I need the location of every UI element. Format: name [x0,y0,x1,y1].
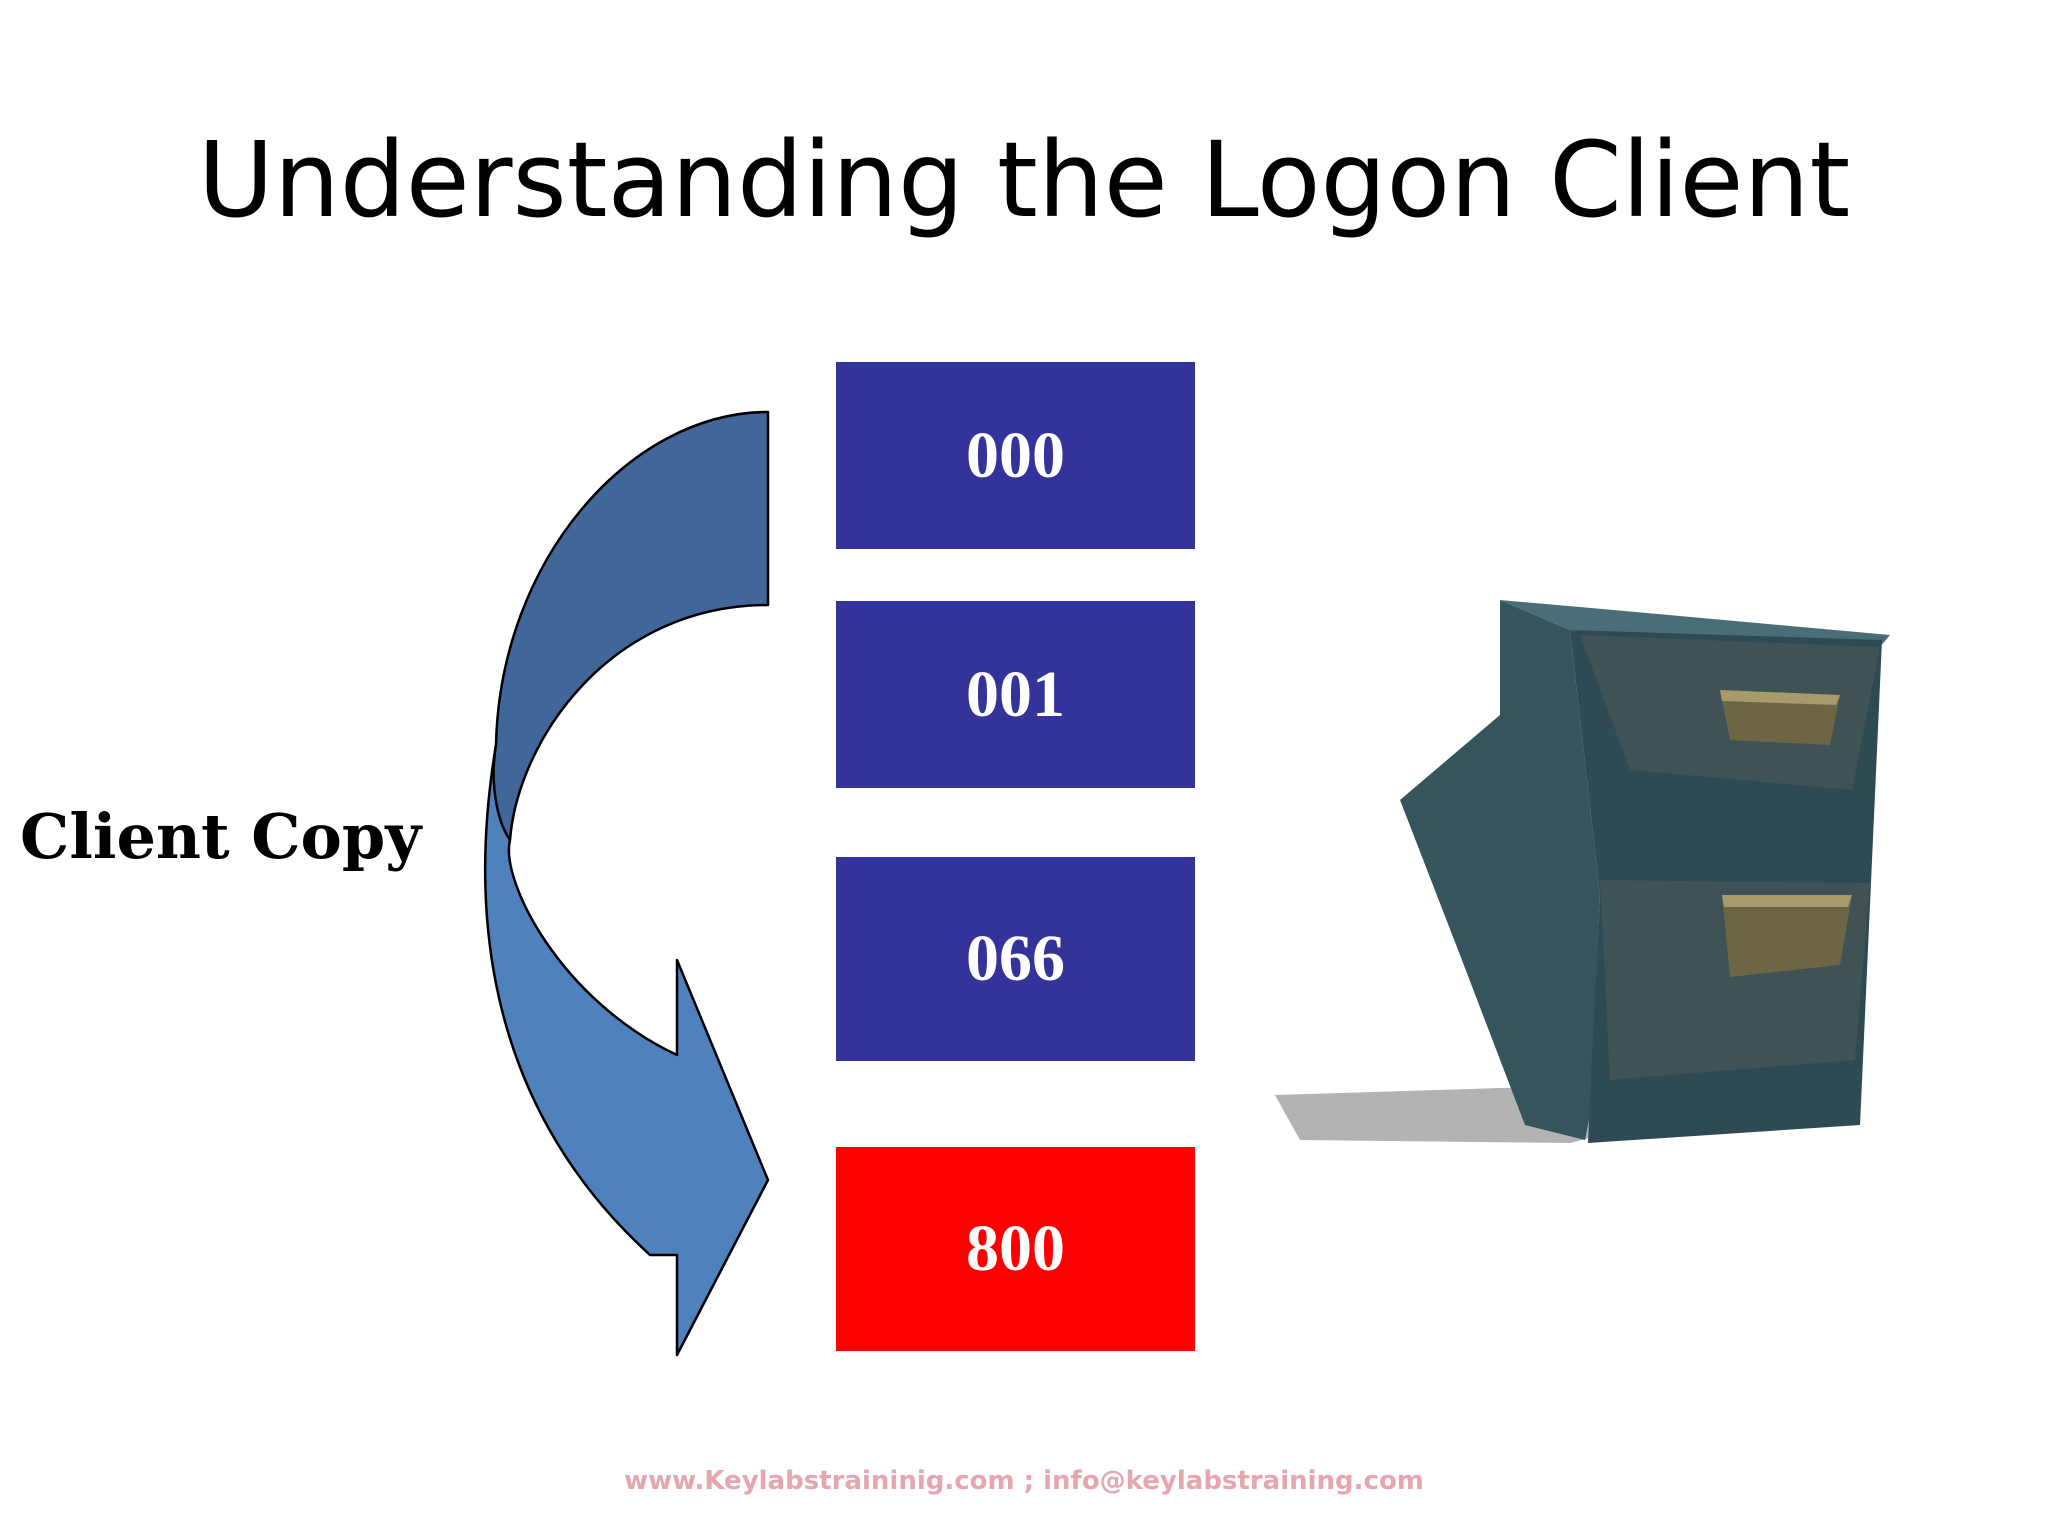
cabinet-handle-top-edge [1720,690,1840,705]
client-label-001: 001 [966,657,1065,731]
client-box-001: 001 [836,601,1195,788]
client-label-066: 066 [966,922,1065,995]
cabinet-handle-bottom [1722,895,1852,977]
curved-arrow-icon [483,410,770,1357]
slide-title: Understanding the Logon Client [197,119,1851,241]
client-copy-label: Client Copy [20,800,422,873]
client-box-800: 800 [836,1147,1195,1351]
cabinet-handle-bottom-edge [1722,895,1852,907]
footer-contact: www.Keylabstraininig.com ; info@keylabst… [624,1466,1424,1496]
client-label-800: 800 [966,1212,1065,1285]
cabinet-side [1400,600,1600,1140]
client-box-066: 066 [836,857,1195,1061]
cabinet-top [1500,600,1890,647]
client-box-000: 000 [836,362,1195,549]
arrow-upper-segment [492,410,770,842]
arrow-lower-segment [483,743,770,1357]
file-cabinet-icon [1275,600,1890,1143]
client-label-000: 000 [966,418,1065,492]
